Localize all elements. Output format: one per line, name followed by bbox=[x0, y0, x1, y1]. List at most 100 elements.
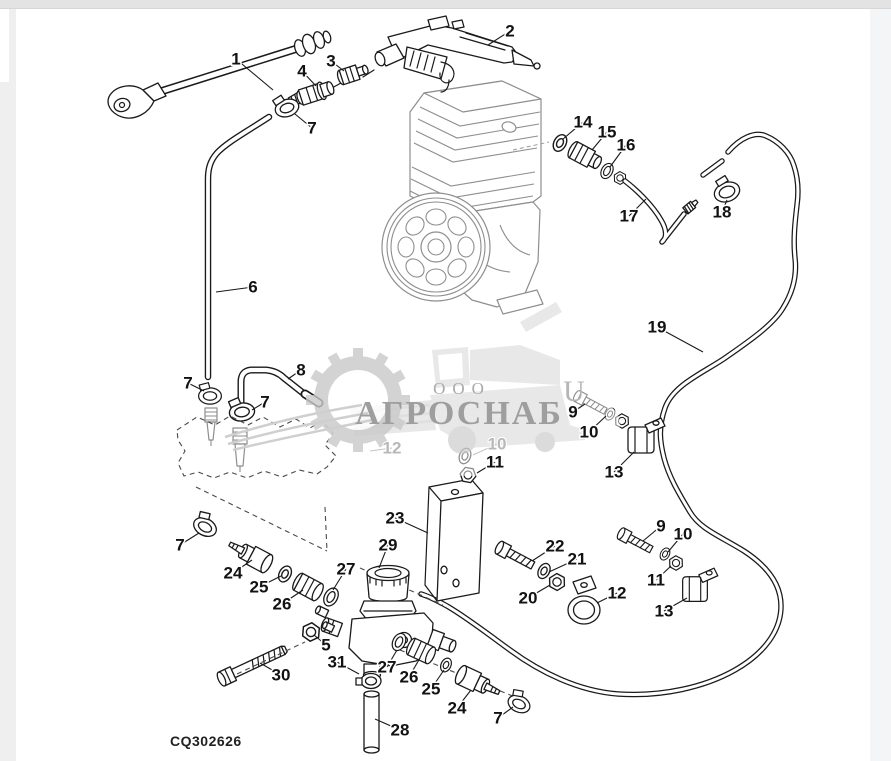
leader-line-11 bbox=[476, 461, 496, 474]
callout-27: 27 bbox=[378, 658, 397, 677]
leader-line-5 bbox=[313, 634, 327, 646]
leader-line-31 bbox=[336, 661, 360, 675]
hose-clamp-18 bbox=[713, 174, 741, 203]
callout-24: 24 bbox=[448, 699, 467, 718]
leader-line-3 bbox=[330, 60, 345, 72]
leader-line-7 bbox=[294, 113, 313, 129]
callout-31: 31 bbox=[328, 653, 347, 672]
callout-26: 26 bbox=[273, 595, 292, 614]
washer-25a bbox=[275, 563, 295, 585]
leader-line-16 bbox=[609, 144, 627, 168]
leader-line-23 bbox=[394, 517, 429, 534]
callout-26: 26 bbox=[400, 668, 419, 687]
callout-12: 12 bbox=[383, 439, 402, 458]
part-code: CQ302626 bbox=[170, 733, 242, 749]
leader-line-24 bbox=[232, 559, 253, 574]
leader-line-10 bbox=[667, 533, 684, 553]
fitting-26a bbox=[289, 571, 327, 603]
callout-5: 5 bbox=[321, 636, 330, 655]
spray-wand bbox=[107, 30, 332, 119]
leader-line-7 bbox=[497, 706, 514, 719]
leader-line-4 bbox=[301, 70, 317, 87]
leader-line-18 bbox=[721, 199, 728, 213]
leader-line-10 bbox=[588, 415, 607, 433]
left-margin-strip bbox=[0, 9, 16, 761]
coupler-4 bbox=[287, 81, 335, 106]
callout-7: 7 bbox=[260, 393, 269, 412]
leader-line-26 bbox=[408, 657, 421, 678]
callout-25: 25 bbox=[250, 578, 269, 597]
fitting-15 bbox=[567, 141, 603, 170]
watermark-company-type: ООО bbox=[433, 379, 491, 398]
callout-12: 12 bbox=[608, 584, 627, 603]
hose-clamp-7b bbox=[197, 382, 223, 405]
bolt-30 bbox=[216, 645, 288, 687]
hardware-cluster-bottom-right-set bbox=[615, 526, 719, 603]
leader-line-11 bbox=[655, 565, 672, 581]
callout-7: 7 bbox=[307, 119, 316, 138]
fitting-31 bbox=[355, 672, 382, 690]
callout-17: 17 bbox=[620, 207, 639, 226]
leader-line-28 bbox=[374, 718, 401, 731]
leader-line-13 bbox=[663, 597, 688, 612]
seal-ring-16 bbox=[597, 160, 617, 182]
axis-line-30 bbox=[236, 641, 306, 675]
callout-11: 11 bbox=[486, 453, 504, 472]
ghost-fitting-left bbox=[204, 407, 218, 446]
leader-line-17 bbox=[628, 198, 647, 217]
leader-line-24 bbox=[456, 689, 472, 709]
watermark: ООО АГРОСНАБ U bbox=[224, 302, 620, 476]
leader-line-7 bbox=[251, 401, 266, 411]
callout-7: 7 bbox=[183, 374, 192, 393]
leader-line-21 bbox=[548, 558, 578, 573]
leader-line-8 bbox=[287, 369, 302, 380]
watermark-gear bbox=[306, 348, 410, 452]
callout-10: 10 bbox=[674, 525, 693, 544]
callout-10: 10 bbox=[488, 435, 507, 454]
leader-line-25 bbox=[430, 669, 445, 690]
oring-27a bbox=[320, 584, 342, 610]
leader-line-10 bbox=[472, 443, 498, 456]
leader-line-25 bbox=[258, 575, 282, 588]
callout-18: 18 bbox=[713, 203, 732, 222]
callout-20: 20 bbox=[519, 589, 538, 608]
leader-line-12 bbox=[596, 592, 618, 604]
watermark-fragment: U bbox=[563, 375, 585, 408]
callout-27: 27 bbox=[337, 560, 356, 579]
leader-line-15 bbox=[591, 131, 608, 151]
leader-line-27 bbox=[386, 649, 398, 668]
blow-gun bbox=[331, 15, 541, 93]
tube-28 bbox=[363, 690, 380, 754]
pressure-valve-29 bbox=[314, 564, 457, 680]
callout-28: 28 bbox=[391, 721, 410, 740]
callout-10: 10 bbox=[580, 423, 599, 442]
callout-2: 2 bbox=[505, 22, 514, 41]
leader-line-30 bbox=[259, 662, 282, 676]
callout-16: 16 bbox=[617, 136, 636, 155]
callout-14: 14 bbox=[574, 113, 593, 132]
callout-30: 30 bbox=[272, 666, 291, 685]
callout-29: 29 bbox=[379, 536, 398, 555]
callout-7: 7 bbox=[175, 536, 184, 555]
callout-22: 22 bbox=[546, 537, 565, 556]
callout-1: 1 bbox=[231, 50, 240, 69]
bracket-23 bbox=[424, 478, 484, 602]
callout-13: 13 bbox=[605, 463, 624, 482]
callout-13: 13 bbox=[655, 602, 674, 621]
leader-line-14 bbox=[562, 121, 584, 140]
tube-17 bbox=[622, 178, 699, 245]
leader-line-1 bbox=[235, 58, 274, 91]
coupler-3 bbox=[336, 64, 369, 86]
leader-line-19 bbox=[656, 326, 704, 353]
leader-line-9 bbox=[642, 525, 662, 542]
callout-21: 21 bbox=[568, 550, 587, 569]
leader-line-29 bbox=[378, 544, 389, 569]
callout-3: 3 bbox=[326, 52, 335, 71]
leader-line-12 bbox=[369, 447, 393, 452]
leader-line-20 bbox=[527, 584, 551, 599]
leader-line-7 bbox=[187, 382, 205, 392]
leader-line-13 bbox=[613, 451, 635, 473]
